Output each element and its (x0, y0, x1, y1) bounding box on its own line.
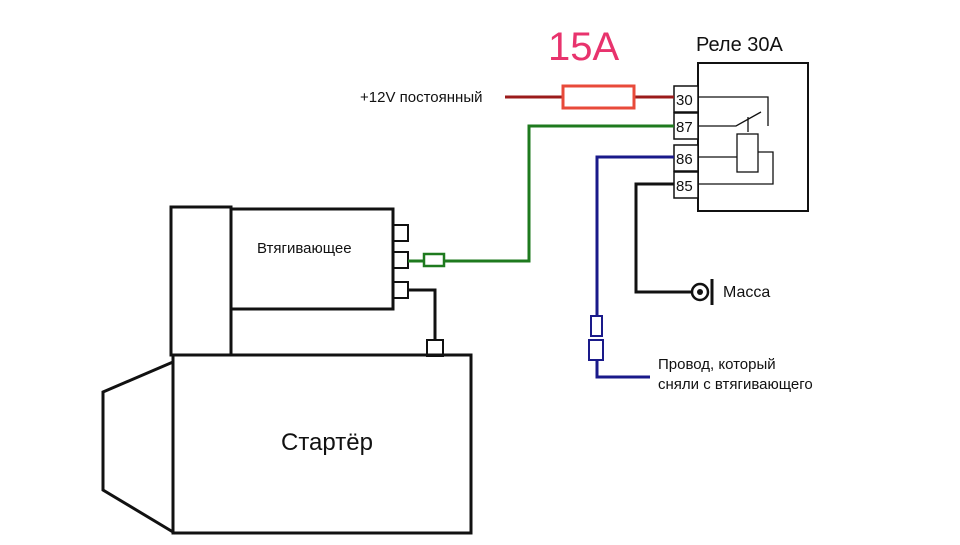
solenoid-body (229, 207, 395, 311)
relay-body (697, 62, 809, 212)
solenoid-housing (169, 205, 233, 357)
solenoid-starter-wire (408, 288, 437, 340)
relay-pin-30-box (673, 85, 699, 113)
removed-wire-label-line1: Провод, который (658, 356, 776, 373)
relay-pin-30-label: 30 (676, 92, 693, 109)
relay-internal-circuit (698, 96, 774, 185)
connector-male (590, 315, 603, 337)
solenoid-label: Втягивающее (257, 240, 352, 257)
relay-pin-86-label: 86 (676, 151, 693, 168)
control-wire (595, 155, 674, 316)
relay-pin-85-label: 85 (676, 178, 693, 195)
removed-wire-label-line2: сняли с втягивающего (658, 376, 813, 393)
relay (673, 62, 809, 212)
power-label: +12V постоянный (360, 89, 482, 106)
solenoid-terminal-bottom (392, 281, 409, 299)
relay-pin-86-box (673, 144, 699, 172)
ground-symbol-icon (690, 279, 714, 305)
starter-nose (101, 359, 175, 535)
solenoid-terminal-middle (392, 251, 409, 269)
relay-pin-87-label: 87 (676, 119, 693, 136)
fuse-15a (561, 84, 636, 110)
control-wire-tail (595, 360, 650, 379)
connector-female (588, 339, 604, 361)
relay-title: Реле 30А (696, 34, 784, 56)
trigger-wire (408, 124, 674, 263)
ground-label: Масса (723, 284, 770, 301)
starter-label: Стартёр (281, 429, 373, 456)
solenoid-terminal-top (392, 224, 409, 242)
fuse-rating-label: 15A (548, 25, 619, 69)
trigger-wire-connector (422, 252, 446, 268)
ground-wire (634, 182, 692, 294)
